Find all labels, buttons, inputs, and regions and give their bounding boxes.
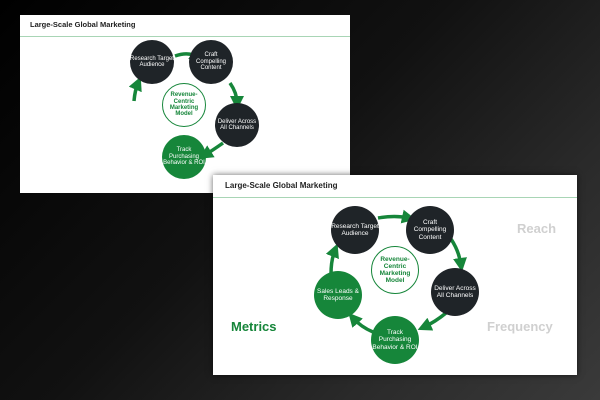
node-deliver: Deliver Across All Channels	[215, 103, 259, 147]
title-divider	[20, 36, 350, 37]
label-frequency: Frequency	[487, 319, 553, 334]
node-center: Revenue-Centric Marketing Model	[162, 83, 206, 127]
slide-title: Large-Scale Global Marketing	[225, 181, 338, 190]
node-craft: Craft Compelling Content	[189, 40, 233, 84]
slide-title: Large-Scale Global Marketing	[30, 20, 136, 29]
title-divider	[213, 197, 577, 198]
label-metrics: Metrics	[231, 319, 277, 334]
node-track: Track Purchasing Behavior & ROI	[162, 135, 206, 179]
slide-thumbnail-front[interactable]: Large-Scale Global Marketing Research Ta…	[213, 175, 577, 375]
node-research: Research Target Audience	[331, 206, 379, 254]
cycle-arrows	[128, 48, 244, 159]
node-center: Revenue-Centric Marketing Model	[371, 246, 419, 294]
node-sales: Sales Leads & Response	[314, 271, 362, 319]
slide-thumbnail-back[interactable]: Large-Scale Global Marketing Research Ta…	[20, 15, 350, 193]
node-research: Research Target Audience	[130, 40, 174, 84]
label-reach: Reach	[517, 221, 557, 236]
node-track: Track Purchasing Behavior & ROI	[371, 316, 419, 364]
node-craft: Craft Compelling Content	[406, 206, 454, 254]
node-deliver: Deliver Across All Channels	[431, 268, 479, 316]
